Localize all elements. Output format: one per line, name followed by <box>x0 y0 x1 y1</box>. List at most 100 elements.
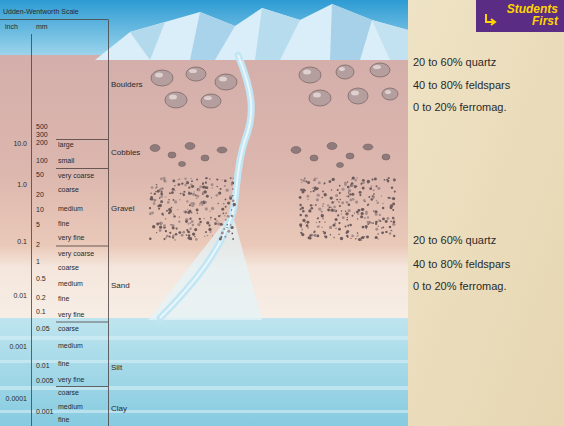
gravel-dot <box>232 188 233 189</box>
gravel-dot <box>188 231 191 234</box>
gravel-dot <box>216 186 218 188</box>
gravel-dot <box>211 183 214 186</box>
gravel-dot <box>324 221 325 222</box>
gravel-dot <box>339 199 340 200</box>
mm-value: 500 <box>36 123 48 131</box>
gravel-dot <box>177 179 178 180</box>
gravel-dot <box>347 181 349 183</box>
gravel-dot <box>223 203 225 205</box>
composition-note: 40 to 80% feldspars <box>413 258 510 271</box>
gravel-dot <box>337 189 339 191</box>
gravel-dot <box>171 207 172 208</box>
gravel-dot <box>174 190 175 191</box>
gravel-dot <box>220 215 221 216</box>
gravel-dot <box>313 232 314 233</box>
gravel-dot <box>347 195 349 197</box>
gravel-dot <box>153 199 155 201</box>
gravel-dot <box>164 180 165 181</box>
gravel-dot <box>163 238 165 240</box>
gravel-dot <box>160 177 163 180</box>
gravel-dot <box>184 177 186 179</box>
gravel-dot <box>331 189 332 190</box>
gravel-dot <box>375 223 377 225</box>
gravel-dot <box>174 185 175 186</box>
size-subclass: medium <box>58 280 83 288</box>
gravel-dot <box>209 210 210 211</box>
gravel-dot <box>334 222 336 224</box>
gravel-dot <box>365 225 368 228</box>
gravel-dot <box>374 193 375 194</box>
logo-box: Students First <box>476 0 564 32</box>
composition-note: 0 to 20% ferromag. <box>413 280 507 293</box>
gravel-dot <box>390 230 391 231</box>
gravel-dot <box>186 181 187 182</box>
gravel-dot <box>224 185 225 186</box>
gravel-dot <box>382 207 385 210</box>
gravel-dot <box>373 189 375 191</box>
gravel-dot <box>322 217 324 219</box>
gravel-dot <box>338 228 341 231</box>
inch-value: 10.0 <box>13 140 27 148</box>
gravel-dot <box>332 178 335 181</box>
gravel-dot <box>376 200 378 202</box>
gravel-dot <box>206 177 208 179</box>
size-subclass: fine <box>58 360 69 368</box>
gravel-dot <box>196 209 199 212</box>
gravel-dot <box>347 224 349 226</box>
gravel-dot <box>346 201 348 203</box>
gravel-dot <box>392 197 395 200</box>
gravel-dot <box>338 201 340 203</box>
inch-value: 0.0001 <box>6 395 27 403</box>
gravel-dot <box>169 192 171 194</box>
gravel-dot <box>346 219 348 221</box>
gravel-dot <box>170 224 171 225</box>
gravel-dot <box>339 185 341 187</box>
gravel-dot <box>335 228 336 229</box>
gravel-dot <box>156 223 159 226</box>
gravel-dot <box>321 211 323 213</box>
gravel-dot <box>330 209 331 210</box>
gravel-dot <box>348 203 351 206</box>
gravel-dot <box>178 183 181 186</box>
gravel-dot <box>190 178 192 180</box>
gravel-dot <box>342 216 345 219</box>
size-subclass: medium <box>58 403 83 411</box>
gravel-dot <box>179 216 180 217</box>
gravel-dot <box>335 194 338 197</box>
gravel-dot <box>197 223 200 226</box>
gravel-dot <box>159 222 162 225</box>
boulder-highlights <box>155 65 391 100</box>
gravel-dot <box>375 236 378 239</box>
gravel-dot <box>349 224 352 227</box>
mm-value: 2 <box>36 241 40 249</box>
gravel-dot <box>355 179 357 181</box>
gravel-dot <box>181 182 183 184</box>
gravel-dot <box>190 222 192 224</box>
gravel-dot <box>202 186 205 189</box>
gravel-dot <box>201 201 202 202</box>
size-class: Boulders <box>111 80 143 89</box>
gravel-dot <box>232 195 233 196</box>
gravel-dot <box>323 231 324 232</box>
gravel-dot <box>230 224 231 225</box>
gravel-dot <box>349 193 351 195</box>
gravel-dot <box>206 221 209 224</box>
gravel-dot <box>389 232 392 235</box>
mm-value: 1 <box>36 258 40 266</box>
gravel-dot <box>329 206 331 208</box>
scale-title: Udden-Wentworth Scale <box>3 8 79 16</box>
gravel-dot <box>209 178 210 179</box>
gravel-dot <box>188 191 190 193</box>
gravel-dot <box>302 210 305 213</box>
inch-value: 0.1 <box>17 238 27 246</box>
gravel-dot <box>159 226 162 229</box>
gravel-dot <box>229 197 232 200</box>
gravel-dot <box>172 237 174 239</box>
gravel-dot <box>318 207 321 210</box>
gravel-dot <box>299 223 302 226</box>
gravel-dot <box>217 220 218 221</box>
gravel-dot <box>310 204 312 206</box>
gravel-dot <box>173 199 175 201</box>
gravel-dot <box>350 238 351 239</box>
